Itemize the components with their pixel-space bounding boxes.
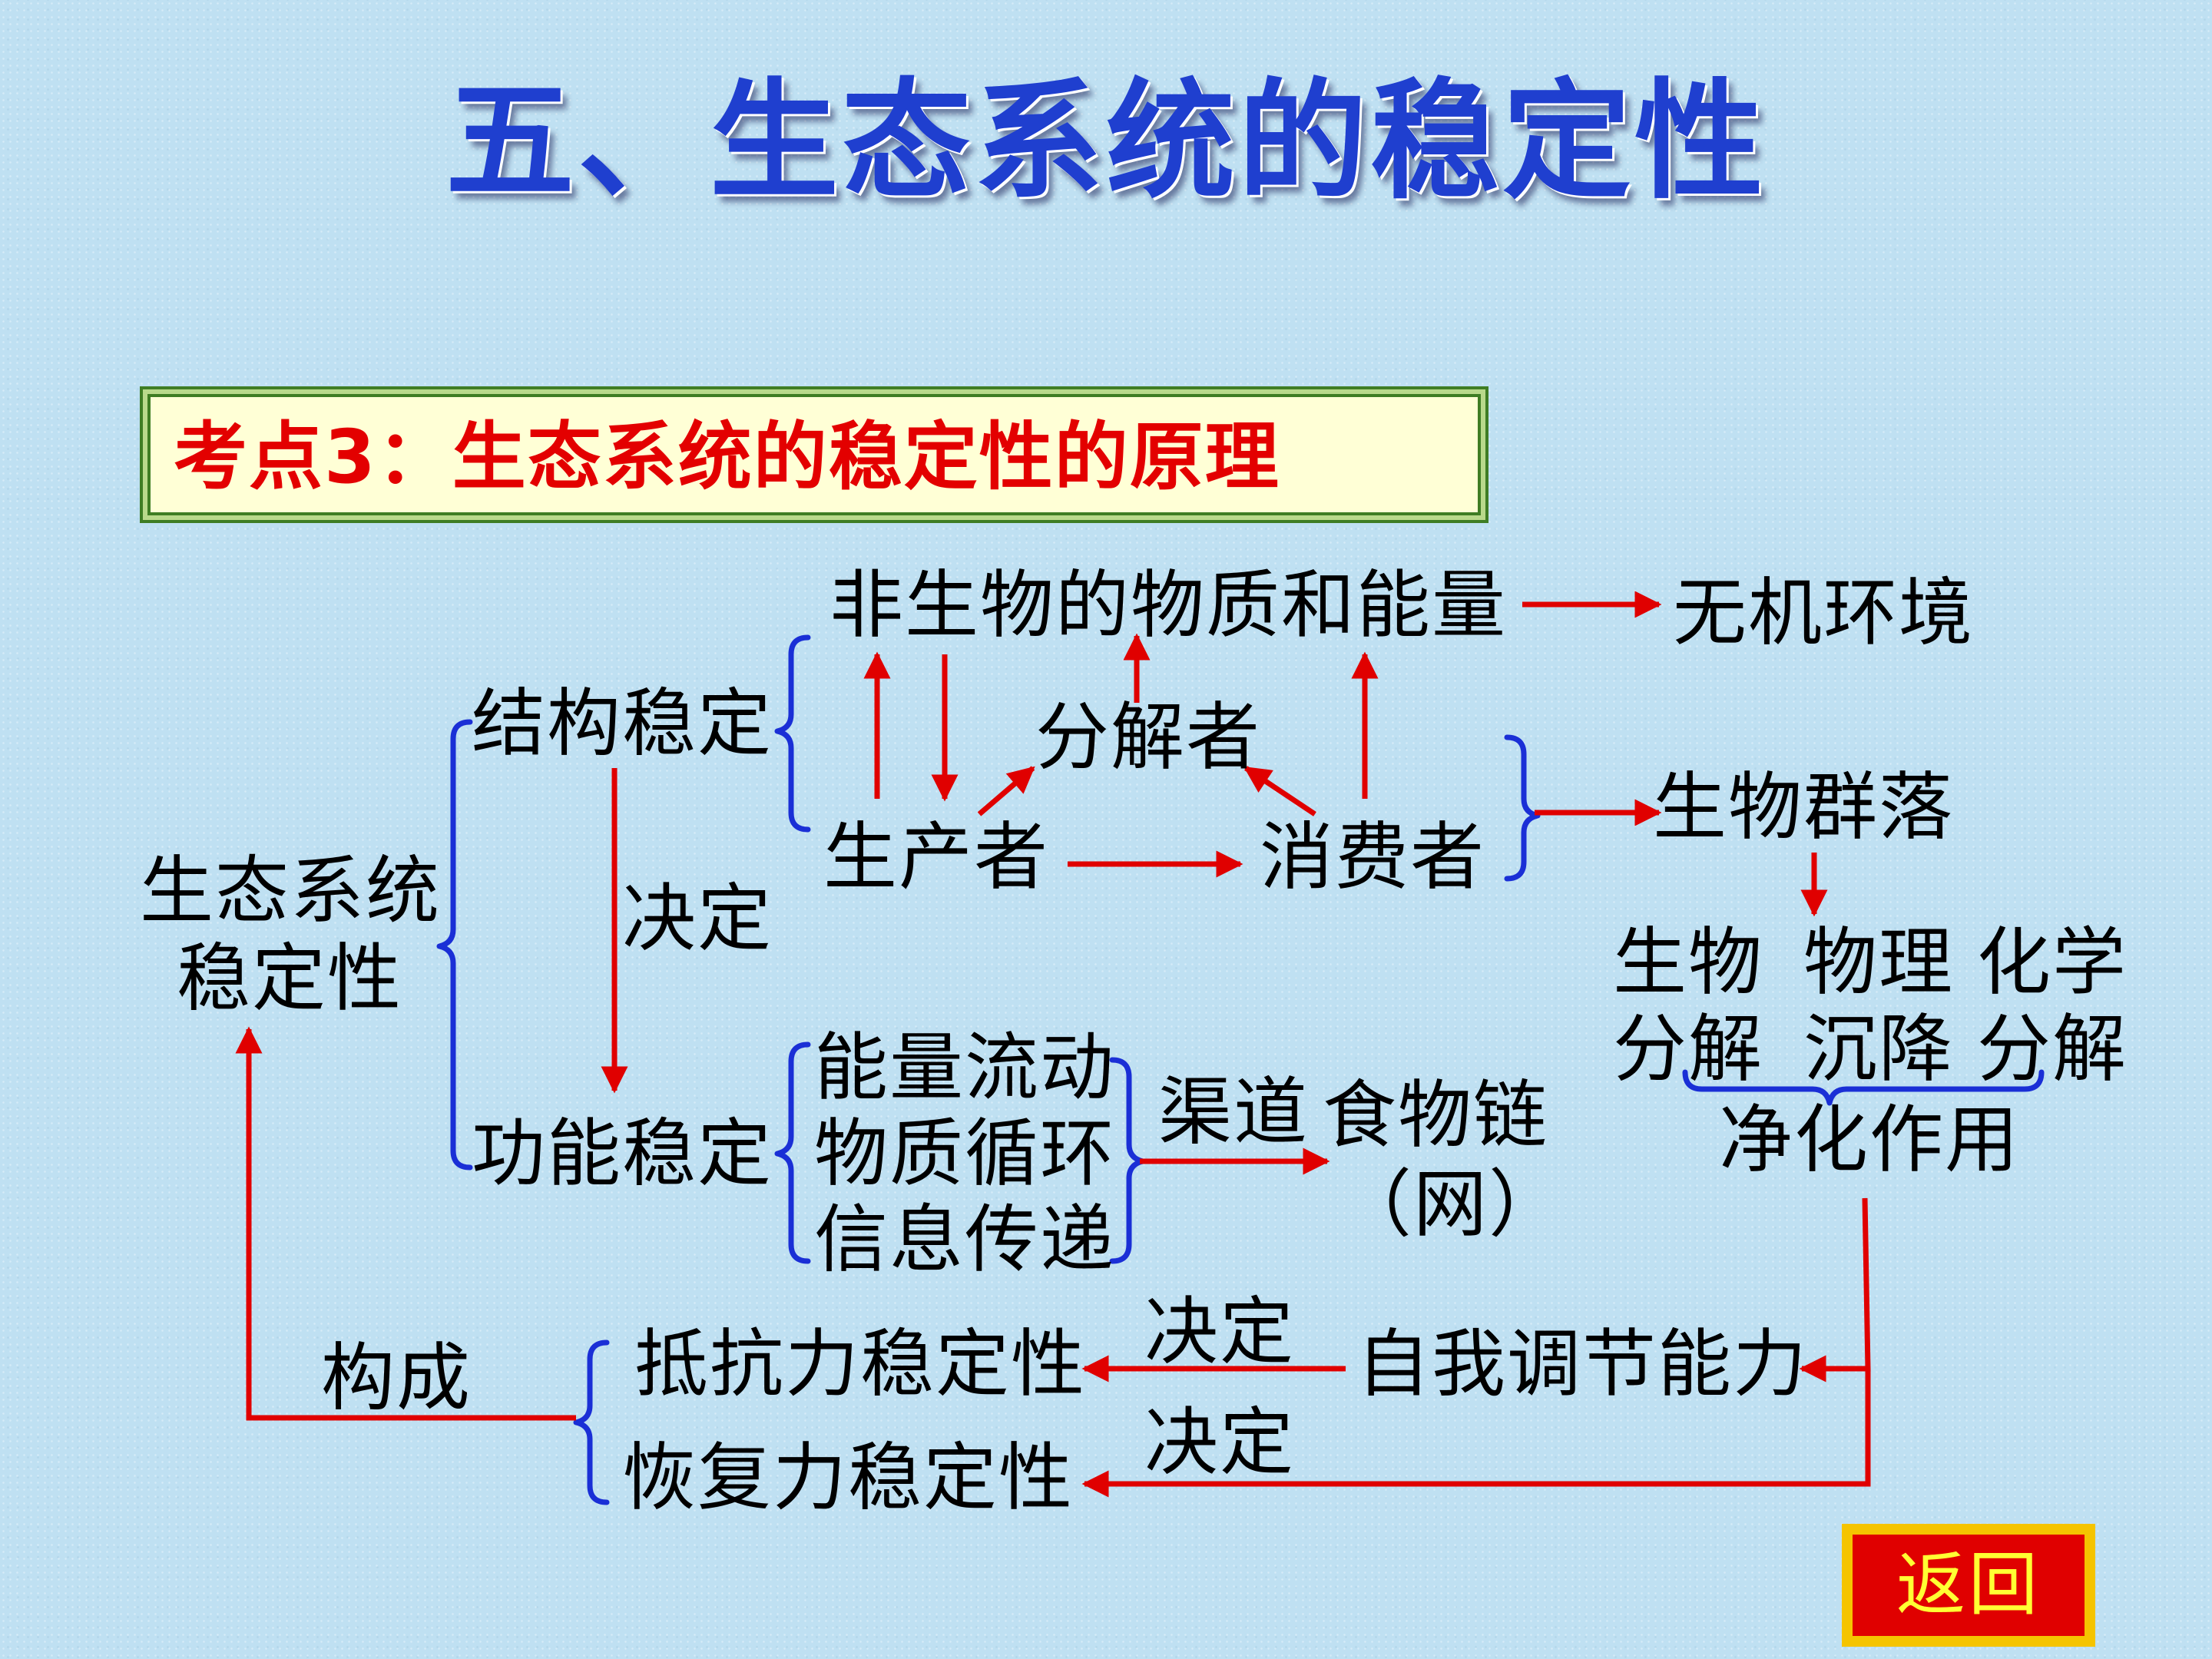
arrow-purify-to-selfreg — [1799, 1197, 1871, 1382]
node-material-cycle: 物质循环 — [814, 1111, 1115, 1197]
return-button-label: 返回 — [1896, 1545, 2041, 1625]
kaodian-label: 考点3：生态系统的稳定性的原理 — [174, 414, 1280, 500]
brace-purification — [1682, 1069, 2045, 1106]
node-inorganic-env: 无机环境 — [1673, 570, 1974, 656]
arrow-consumer-to-decomposer — [1243, 766, 1316, 816]
return-button[interactable]: 返回 — [1842, 1524, 2095, 1647]
node-structure-stable: 结构稳定 — [472, 680, 773, 767]
arrow-producer-to-decomposer — [977, 766, 1035, 816]
label-determines-3: 决定 — [1144, 1399, 1295, 1485]
node-function-stable: 功能稳定 — [472, 1111, 773, 1197]
brace-ecosystem — [436, 719, 473, 1171]
node-resistance-stability: 抵抗力稳定性 — [634, 1321, 1086, 1407]
node-decomposer: 分解者 — [1035, 694, 1261, 780]
kaodian-box: 考点3：生态系统的稳定性的原理 — [140, 386, 1488, 523]
arrow-stability-to-ecosystem — [235, 1026, 576, 1421]
purify-col3-line1: 化学 — [1977, 919, 2128, 1005]
brace-community — [1504, 734, 1541, 882]
purify-col1-line2: 分解 — [1613, 1006, 1763, 1092]
label-constitute: 构成 — [321, 1335, 472, 1421]
node-food-web: （网） — [1338, 1161, 1564, 1247]
return-button-face[interactable]: 返回 — [1853, 1535, 2085, 1636]
label-determines-2: 决定 — [1144, 1289, 1295, 1375]
label-determines-1: 决定 — [622, 876, 773, 962]
node-self-regulation: 自我调节能力 — [1356, 1321, 1808, 1407]
brace-channel — [1109, 1057, 1146, 1264]
node-resilience-stability: 恢复力稳定性 — [622, 1435, 1074, 1521]
node-food-chain: 食物链 — [1323, 1072, 1548, 1158]
brace-stability — [573, 1339, 610, 1505]
node-abiotic: 非生物的物质和能量 — [830, 562, 1507, 648]
arrow-purify-to-resilience — [1081, 1369, 1871, 1498]
node-producer: 生产者 — [823, 814, 1049, 900]
brace-structure — [774, 634, 811, 833]
node-ecosystem-line2: 稳定性 — [177, 935, 402, 1022]
purify-col2-line1: 物理 — [1803, 919, 1954, 1005]
node-energy-flow: 能量流动 — [814, 1025, 1115, 1111]
page-title: 五、生态系统的稳定性 — [445, 66, 1767, 217]
node-info-transfer: 信息传递 — [814, 1197, 1115, 1283]
node-community: 生物群落 — [1653, 764, 1954, 850]
purify-col1-line1: 生物 — [1613, 919, 1763, 1005]
purify-col3-line2: 分解 — [1977, 1006, 2128, 1092]
purify-col2-line2: 沉降 — [1803, 1006, 1954, 1092]
node-consumer: 消费者 — [1260, 814, 1485, 900]
brace-function — [774, 1041, 811, 1264]
node-ecosystem-line1: 生态系统 — [140, 848, 441, 934]
label-channel: 渠道 — [1158, 1069, 1309, 1155]
node-purification: 净化作用 — [1719, 1097, 2020, 1183]
